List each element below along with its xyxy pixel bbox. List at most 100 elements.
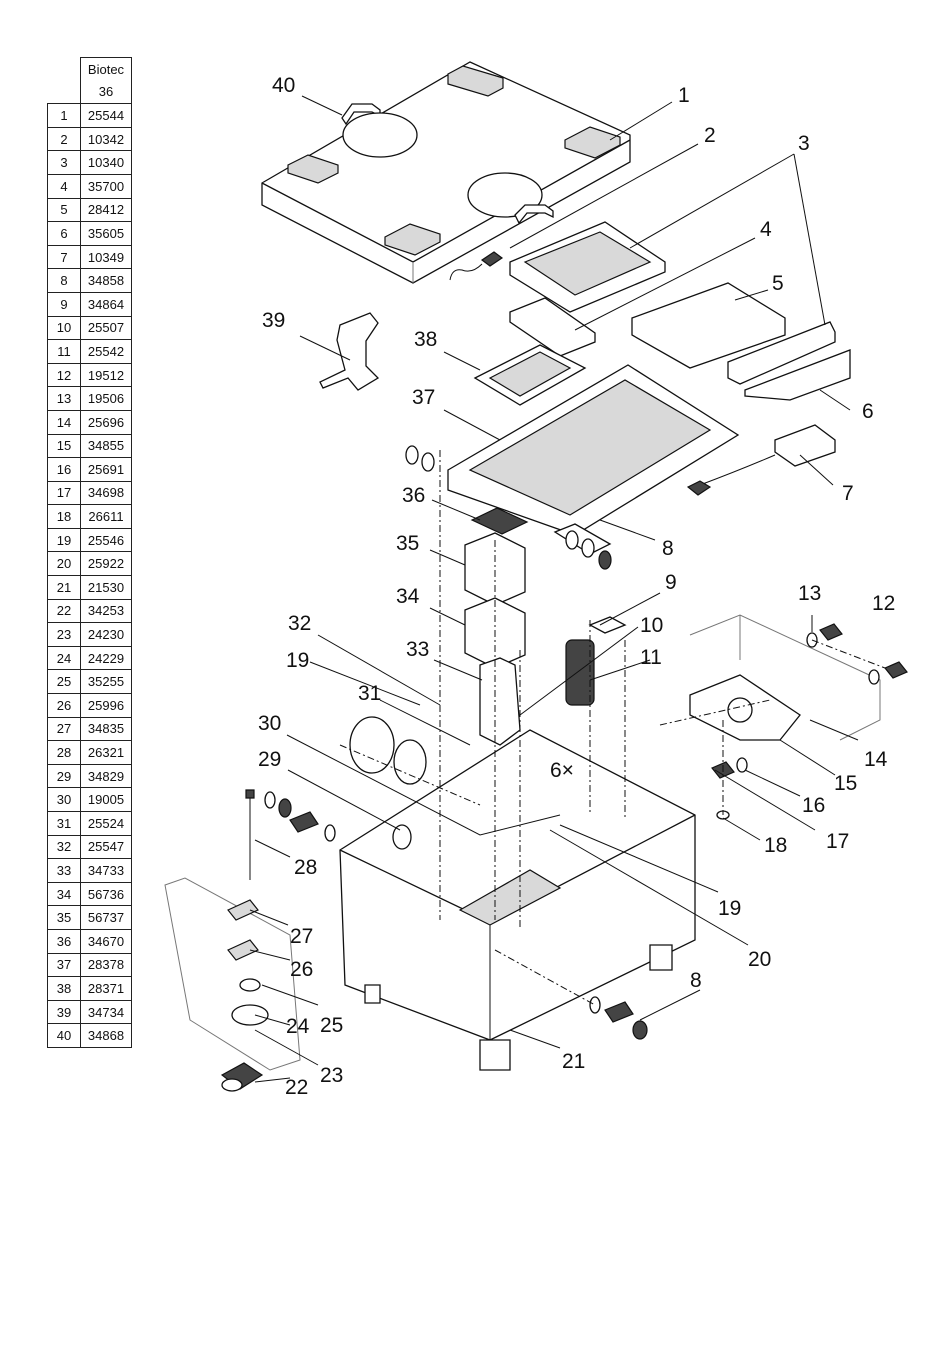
article-number: 34858: [80, 268, 132, 293]
callout-6x: 6×: [550, 759, 574, 782]
part-3-frame: [509, 221, 666, 313]
part-1-lid: [261, 61, 631, 284]
table-header-size: 36: [80, 80, 132, 105]
part-4-tray: [509, 297, 596, 357]
callout-15: 15: [834, 772, 857, 795]
callout-3: 3: [798, 132, 810, 155]
article-number: 10340: [80, 150, 132, 175]
article-number: 26321: [80, 740, 132, 765]
callout-16: 16: [802, 794, 825, 817]
article-number: 19506: [80, 386, 132, 411]
part-number: 20: [47, 551, 81, 577]
table-header-row: Biotec: [48, 56, 132, 81]
callout-12: 12: [872, 592, 895, 615]
article-number: 24230: [80, 622, 132, 647]
table-header-row-2: 36: [48, 80, 132, 105]
callout-8-top: 8: [662, 537, 674, 560]
part-number: 18: [47, 504, 81, 529]
article-number: 25544: [80, 103, 132, 128]
article-number: 28371: [80, 976, 132, 1001]
callout-6: 6: [862, 400, 874, 423]
callout-38: 38: [414, 328, 437, 351]
article-number: 19512: [80, 362, 132, 388]
part-30-ring: [349, 716, 427, 785]
article-number: 25691: [80, 457, 132, 482]
part-22-27-outlet: [164, 877, 301, 1092]
article-number: 19005: [80, 787, 132, 812]
callout-1: 1: [678, 84, 690, 107]
part-16-seal: [736, 757, 748, 773]
callout-9: 9: [665, 571, 677, 594]
article-number: 25696: [80, 409, 132, 435]
part-29-flange: [392, 824, 412, 850]
part-33-grid: [479, 657, 521, 746]
article-number: 25922: [80, 551, 132, 577]
article-number: 10342: [80, 126, 132, 152]
part-8-fittings-top: [565, 530, 612, 570]
callouts: 40 1 2 3 4 5 6 7 8 9 10 11 12 13 14 15 1…: [258, 74, 895, 1099]
part-35-sponge: [464, 532, 526, 606]
part-number: 22: [47, 598, 81, 624]
part-7-power-unit: [686, 424, 836, 496]
article-number: 34733: [80, 858, 132, 883]
article-number: 25507: [80, 315, 132, 341]
callout-2: 2: [704, 124, 716, 147]
part-number: 10: [47, 315, 81, 341]
callout-33: 33: [406, 638, 429, 661]
part-11-cartridge: [565, 639, 595, 706]
part-6-bracket: [727, 321, 851, 401]
callout-8-bottom: 8: [690, 969, 702, 992]
article-number: 34734: [80, 999, 132, 1025]
callout-24: 24: [286, 1015, 310, 1038]
part-36-cap: [470, 507, 529, 535]
part-number: 11: [47, 339, 81, 364]
article-number: 34253: [80, 598, 132, 624]
callout-31: 31: [358, 682, 381, 705]
part-21-housing: [339, 729, 696, 1071]
callout-10: 10: [640, 614, 663, 637]
part-number: 31: [47, 811, 81, 836]
callout-29: 29: [258, 748, 281, 771]
callout-19-right: 19: [718, 897, 741, 920]
part-37-filter-tray: [447, 364, 740, 555]
article-number: 34868: [80, 1023, 132, 1048]
part-15-valve: [689, 674, 801, 741]
article-number: 25547: [80, 834, 132, 860]
article-number: 34855: [80, 433, 132, 459]
callout-17: 17: [826, 830, 849, 853]
part-number: 17: [47, 480, 81, 506]
callout-25: 25: [320, 1014, 343, 1037]
part-number: 34: [47, 881, 81, 907]
part-number: 16: [47, 457, 81, 482]
part-number: 30: [47, 787, 81, 812]
part-9-clip: [588, 616, 627, 634]
article-number: 25542: [80, 339, 132, 364]
article-number: 56737: [80, 905, 132, 930]
